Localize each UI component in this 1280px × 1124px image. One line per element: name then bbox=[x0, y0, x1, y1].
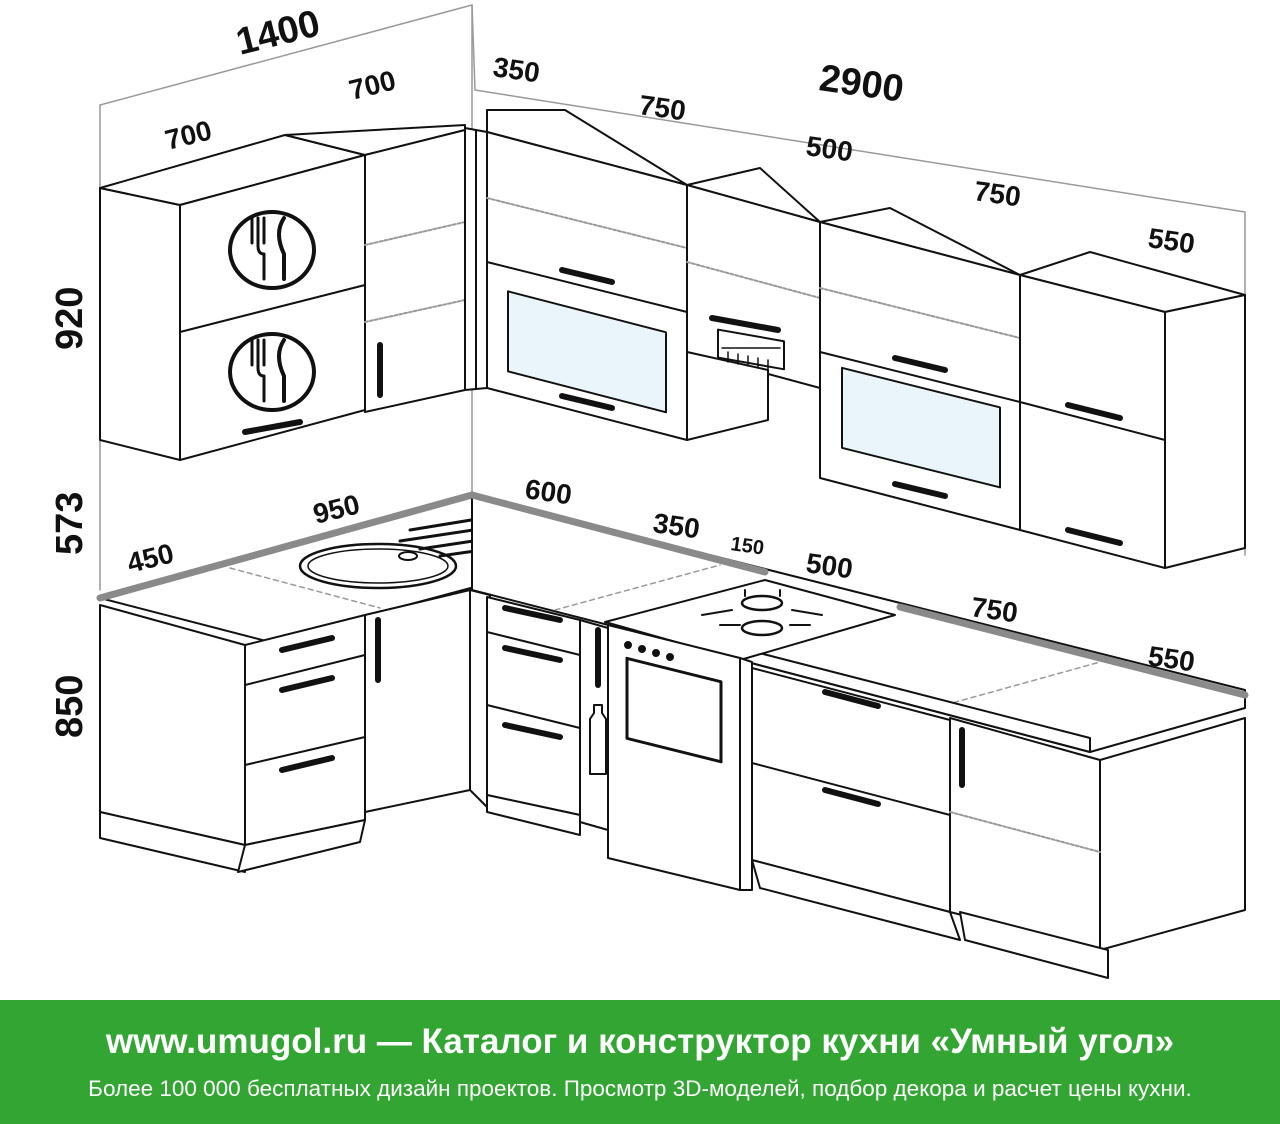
dim-height-base: 850 bbox=[49, 675, 91, 738]
dim-counter-600: 600 bbox=[523, 473, 574, 510]
banner-headline[interactable]: www.umugol.ru — Каталог и конструктор ку… bbox=[105, 1022, 1175, 1061]
dim-counter-450: 450 bbox=[124, 537, 177, 578]
kitchen-diagram: 1400 700 700 350 2900 750 500 750 550 92… bbox=[49, 3, 1249, 979]
dim-counter-350: 350 bbox=[651, 507, 702, 544]
oven-icon bbox=[607, 624, 741, 891]
dim-counter-500: 500 bbox=[804, 547, 855, 584]
left-upper-cabinets bbox=[99, 124, 466, 461]
dim-upper-750-a: 750 bbox=[637, 89, 688, 126]
range-hood-icon bbox=[686, 328, 785, 441]
cutlery-emblem-icon bbox=[228, 332, 316, 412]
dim-upper-750-b: 750 bbox=[972, 175, 1023, 212]
dim-counter-950: 950 bbox=[310, 488, 363, 529]
dim-upper-350: 350 bbox=[491, 51, 542, 88]
dim-left-wall-total: 1400 bbox=[232, 3, 324, 64]
dim-counter-750: 750 bbox=[969, 591, 1020, 628]
dim-left-upper-2: 700 bbox=[346, 64, 399, 105]
dim-counter-550: 550 bbox=[1146, 640, 1197, 677]
footer-banner: www.umugol.ru — Каталог и конструктор ку… bbox=[0, 1000, 1280, 1124]
dim-height-upper: 920 bbox=[49, 287, 91, 350]
bottle-icon bbox=[589, 704, 607, 775]
countertop-right bbox=[468, 491, 1249, 753]
dim-counter-150: 150 bbox=[729, 533, 765, 559]
sink-icon bbox=[298, 542, 458, 590]
left-base-cabinets bbox=[99, 589, 491, 873]
gas-hob-icon bbox=[604, 579, 896, 661]
dim-height-gap: 573 bbox=[49, 492, 91, 555]
glass-panel bbox=[507, 290, 667, 414]
right-base-cabinets bbox=[486, 596, 1246, 979]
dim-upper-550: 550 bbox=[1146, 222, 1197, 259]
dimension-labels: 1400 700 700 350 2900 750 500 750 550 92… bbox=[49, 3, 1197, 738]
right-upper-cabinets bbox=[486, 109, 1246, 569]
corner-panel bbox=[464, 127, 488, 391]
glass-panel bbox=[841, 366, 1001, 489]
banner-subline: Более 100 000 бесплатных дизайн проектов… bbox=[88, 1076, 1192, 1101]
dim-left-upper-1: 700 bbox=[162, 114, 215, 155]
cutlery-emblem-icon bbox=[228, 210, 316, 290]
dim-right-wall-total: 2900 bbox=[817, 57, 907, 110]
dim-upper-500: 500 bbox=[804, 130, 855, 167]
